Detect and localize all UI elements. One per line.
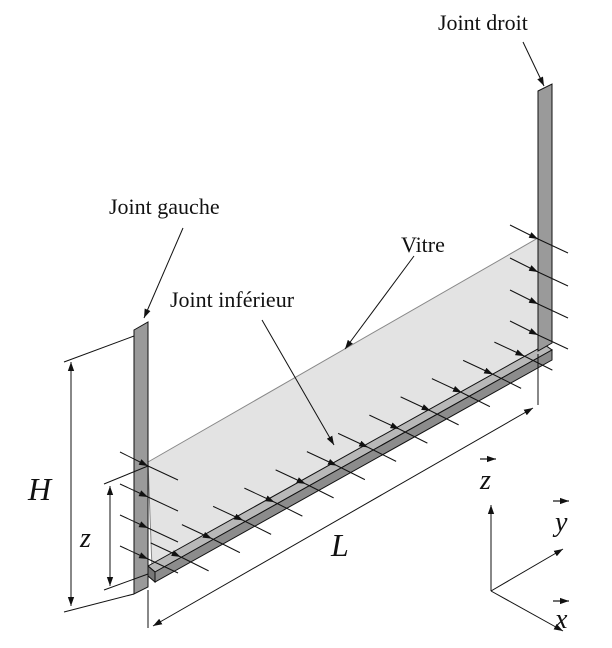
- pressure-arrow-bottom-5: [275, 469, 306, 485]
- pressure-arrows: [119, 224, 569, 574]
- pressure-arrow-tail-5: [537, 238, 569, 254]
- pressure-arrow-bottom-12: [494, 341, 525, 357]
- pressure-arrow-tail-3: [147, 527, 179, 543]
- pressure-arrow-left-3: [119, 514, 149, 529]
- pressure-arrow-bottom-tail-6: [336, 465, 366, 481]
- leader-joint-gauche: [143, 227, 184, 319]
- pressure-arrow-bottom-11: [462, 359, 494, 375]
- pressure-arrow-bottom-7: [337, 432, 369, 448]
- pressure-arrow-bottom-tail-2: [211, 538, 241, 554]
- pressure-arrow-left-1: [119, 451, 149, 467]
- pressure-arrow-tail-7: [537, 303, 569, 319]
- pressure-arrow-bottom-tail-8: [399, 428, 428, 444]
- axis-y-line: [490, 548, 564, 592]
- pressure-arrow-right-4: [509, 320, 539, 336]
- pressure-arrow-tail-2: [147, 496, 179, 512]
- axis-vector-bars: [480, 455, 569, 605]
- height-dimension: [63, 335, 135, 613]
- pressure-arrow-tail-4: [147, 558, 179, 574]
- symbol-z: z: [79, 523, 91, 554]
- symbol-H: H: [27, 471, 53, 507]
- pressure-arrow-bottom-tail-5: [305, 483, 334, 499]
- z-dimension: [103, 465, 149, 591]
- axis-y-label: y: [552, 507, 568, 538]
- pressure-arrow-right-3: [509, 289, 539, 305]
- right-seal: [537, 83, 553, 352]
- pressure-arrow-bottom-tail-10: [461, 392, 491, 408]
- axis-x-line: [490, 590, 564, 632]
- leader-vitre: [344, 255, 415, 350]
- pressure-arrow-tail-6: [537, 271, 569, 287]
- pressure-arrow-right-1: [509, 224, 539, 240]
- pressure-arrow-left-4: [119, 545, 149, 560]
- pressure-arrow-bottom-9: [400, 396, 431, 412]
- pressure-arrow-left-2: [119, 483, 149, 498]
- pressure-arrow-tail-8: [537, 334, 569, 350]
- pressure-arrow-bottom-tail-7: [367, 446, 397, 462]
- pressure-arrow-bottom-tail-12: [524, 355, 553, 371]
- pressure-arrow-bottom-tail-9: [430, 410, 459, 426]
- label-joint-droit: Joint droit: [438, 10, 528, 35]
- axis-x-label: x: [554, 604, 568, 635]
- pressure-arrow-bottom-tail-11: [492, 373, 522, 389]
- symbol-L: L: [330, 527, 349, 563]
- pressure-arrow-bottom-tail-1: [180, 556, 209, 572]
- pressure-arrow-right-2: [509, 257, 539, 273]
- leader-joint-inferieur: [261, 319, 335, 446]
- pressure-arrow-bottom-8: [369, 414, 400, 430]
- coordinate-axes: [487, 505, 564, 632]
- pressure-arrow-bottom-3: [212, 505, 244, 521]
- label-joint-inferieur: Joint inférieur: [170, 287, 295, 312]
- pressure-arrow-bottom-1: [150, 542, 181, 558]
- pressure-arrow-bottom-2: [181, 524, 213, 540]
- pressure-arrow-bottom-10: [431, 378, 463, 394]
- label-joint-gauche: Joint gauche: [109, 194, 220, 219]
- pressure-arrow-bottom-4: [244, 487, 275, 503]
- pressure-arrow-bottom-tail-4: [274, 501, 303, 517]
- axis-z-label: z: [479, 465, 491, 496]
- leader-joint-droit: [522, 41, 545, 87]
- pressure-arrow-tail-1: [147, 465, 179, 481]
- pressure-arrow-bottom-6: [306, 451, 338, 467]
- leader-lines: [143, 41, 545, 446]
- pressure-arrow-bottom-tail-3: [242, 519, 272, 535]
- label-vitre: Vitre: [401, 232, 445, 257]
